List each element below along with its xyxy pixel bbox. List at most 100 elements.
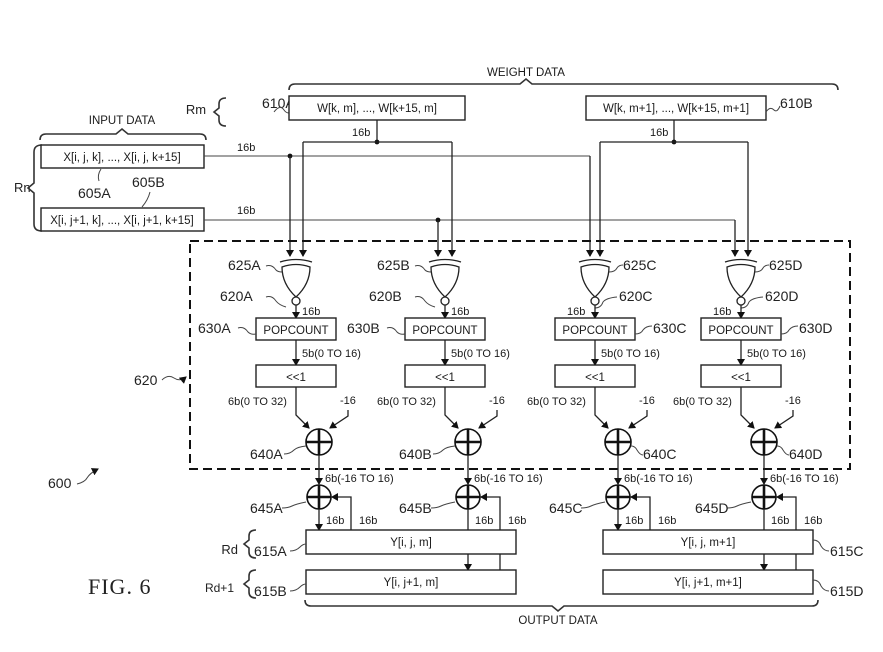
rm-brace [212,97,227,127]
weight-register-610b: W[k, m+1], ..., W[k+15, m+1] [585,95,767,121]
popcount-bus-label-a: 5b(0 TO 16) [302,348,361,360]
ref-615a: 615A [254,543,287,559]
acc-fb-bus-label-b: 16b [508,515,526,527]
ref-accumulator-b: 645B [399,500,432,516]
ref-610b: 610B [780,95,813,111]
output-615b-label: Y[i, j+1, m] [384,577,439,589]
acc-out-bus-label-d: 16b [771,515,789,527]
ref-615c: 615C [830,543,863,559]
xnor-gate-b [430,263,460,298]
const-label-d: -16 [785,395,801,407]
ref-605a: 605A [78,185,111,201]
weight-b-bus-label: 16b [650,127,668,139]
rm-label: Rm [186,102,206,117]
xnor-input-arc [428,258,462,263]
lane-c [554,258,653,531]
input-605a-label: X[i, j, k], ..., X[i, j, k+15] [63,152,180,164]
ref-accumulator-a: 645A [250,500,283,516]
xnor-gate-a [281,263,311,298]
popcount-bus-label-c: 5b(0 TO 16) [601,348,660,360]
xnor-input-arc [578,258,612,263]
ref-xnor-d: 625D [769,257,802,273]
rd-label: Rd [221,542,238,557]
popcount-label-a: POPCOUNT [263,325,328,337]
ref-xnor-b: 625B [377,257,410,273]
xnor-popcount-block-620 [189,240,851,470]
xnor-bus-label-b: 16b [451,306,469,318]
acc-out-bus-label-b: 16b [475,515,493,527]
shift-label-a: <<1 [286,372,306,384]
ref-out-a: 620A [220,288,253,304]
xnor-gate-d [726,263,756,298]
lane-d [700,258,799,571]
figure-caption: FIG. 6 [88,574,151,599]
ref-620: 620 [134,372,158,388]
output-615d-label: Y[i, j+1, m+1] [674,577,742,589]
rd1-label: Rd+1 [205,581,234,595]
inverter-bubble-a [291,296,301,306]
weight-610b-label: W[k, m+1], ..., W[k+15, m+1] [603,103,749,115]
output-data-brace [304,599,819,613]
acc-fb-bus-label-d: 16b [804,515,822,527]
rd1-brace [242,569,257,599]
ref-adder-b: 640B [399,446,432,462]
rn-brace [26,144,43,232]
input-data-brace [39,127,207,141]
adder-bus-label-b: 6b(-16 TO 16) [474,473,543,485]
acc-out-bus-label-a: 16b [326,515,344,527]
shift-label-c: <<1 [585,372,605,384]
popcount-bus-label-d: 5b(0 TO 16) [747,348,806,360]
leader-610b [765,105,781,113]
xnor-input-arc [279,258,313,263]
const-label-c: -16 [639,395,655,407]
ref-adder-d: 640D [789,446,822,462]
ref-accumulator-d: 645D [695,500,728,516]
xnor-input-arc [724,258,758,263]
output-register-615b: Y[i, j+1, m] [305,569,517,595]
ref-xnor-a: 625A [228,257,261,273]
xnor-bus-label-d: 16b [713,306,731,318]
shift-bus-label-c: 6b(0 TO 32) [527,396,586,408]
popcount-bus-label-b: 5b(0 TO 16) [451,348,510,360]
popcount-label-b: POPCOUNT [412,325,477,337]
weight-610a-label: W[k, m], ..., W[k+15, m] [317,103,437,115]
weight-data-header: WEIGHT DATA [487,67,565,79]
adder-bus-label-a: 6b(-16 TO 16) [325,473,394,485]
lane-b [386,258,501,571]
ref-out-d: 620D [765,288,798,304]
ref-615d: 615D [830,583,863,599]
ref-accumulator-c: 645C [549,500,582,516]
ref-popcount-c: 630C [653,320,686,336]
ref-605b: 605B [132,174,165,190]
ref-adder-a: 640A [250,446,283,462]
input-a-bus-label: 16b [237,142,255,154]
inverter-bubble-d [736,296,746,306]
input-b-bus-label: 16b [237,205,255,217]
xnor-bus-label-a: 16b [302,306,320,318]
weight-register-610a: W[k, m], ..., W[k+15, m] [288,95,466,121]
output-register-615a: Y[i, j, m] [305,529,517,555]
input-data-header: INPUT DATA [89,115,156,127]
xnor-bus-label-c: 16b [567,306,585,318]
ref-600: 600 [48,475,72,491]
ref-out-c: 620C [619,288,652,304]
shift-label-b: <<1 [435,372,455,384]
ref-xnor-c: 625C [623,257,656,273]
inverter-bubble-c [590,296,600,306]
popcount-label-c: POPCOUNT [562,325,627,337]
acc-fb-bus-label-c: 16b [658,515,676,527]
leader-600 [76,468,99,485]
rn-label: Rn [14,180,31,195]
acc-fb-bus-label-a: 16b [359,515,377,527]
ref-popcount-d: 630D [799,320,832,336]
weight-data-brace [288,77,839,91]
inverter-bubble-b [440,296,450,306]
ref-615b: 615B [254,583,287,599]
input-register-605a: X[i, j, k], ..., X[i, j, k+15] [40,144,205,169]
shift-label-d: <<1 [731,372,751,384]
ref-610a: 610A [262,95,295,111]
const-label-a: -16 [340,395,356,407]
shift-bus-label-d: 6b(0 TO 32) [673,396,732,408]
